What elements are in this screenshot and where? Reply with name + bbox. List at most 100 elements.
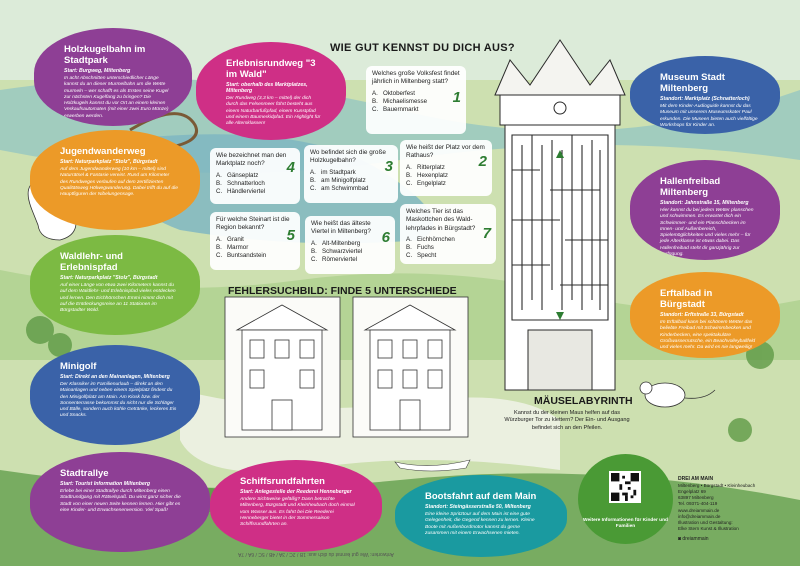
blob-text: Auf einer Länge von etwa zwei Kilometern… (60, 283, 176, 314)
quiz-number: 5 (286, 227, 295, 244)
quiz-option[interactable]: A.Eichhörnchen (406, 235, 455, 243)
quiz-option[interactable]: B.Schnatterloch (216, 179, 265, 187)
quiz-option[interactable]: A.Ritterplatz (406, 163, 445, 171)
qr-code[interactable] (609, 471, 641, 503)
blob-start: Start: Naturparkplatz "Stolz", Bürgstadt (60, 159, 158, 165)
quiz-option[interactable]: B.Michaelismesse (372, 97, 428, 105)
address-line: Engelplatz 69 (678, 488, 706, 494)
maze-entry-arrow (556, 150, 564, 158)
quiz-heading: WIE GUT KENNST DU DICH AUS? (330, 42, 515, 54)
quiz-question: Wie heißt der Platz vor dem Rathaus? (406, 144, 485, 160)
quiz-option[interactable]: C.am Schwimmbad (310, 184, 369, 192)
blob-text: Auf dem Jugendwanderweg (10 km – mittel)… (60, 167, 178, 198)
blob-hallenfreibad: Hallenfreibad Miltenberg Standort: Jahns… (630, 160, 780, 260)
blob-start: Start: oberhalb des Marktplatzes, Milten… (226, 82, 308, 94)
quiz-card-5: Für welche Steinart ist die Region bekan… (210, 212, 300, 270)
mouse-icon (639, 381, 716, 408)
maze-heading: MÄUSELABYRINTH (534, 395, 633, 407)
quiz-option[interactable]: A.Granit (216, 235, 244, 243)
blob-title: Stadtrallye (60, 468, 109, 479)
quiz-card-4: Wie bezeichnet man den Marktplatz noch? … (210, 148, 300, 204)
address-line: 63897 Miltenberg (678, 495, 714, 501)
blob-erftalbad: Erftalbad in Bürgstadt Standort: Erftstr… (630, 272, 780, 358)
quiz-question: Für welche Steinart ist die Region bekan… (216, 216, 290, 232)
quiz-option[interactable]: B.Hexenplatz (406, 171, 448, 179)
quiz-option[interactable]: C.Bauernmarkt (372, 105, 419, 113)
quiz-option[interactable]: C.Engelplatz (406, 179, 446, 187)
blob-title: Hallenfreibad Miltenberg (660, 176, 721, 198)
blob-text: Eine kleine Spritztour auf dem Main ist … (425, 512, 535, 536)
quiz-option[interactable]: A.im Stadtpark (310, 168, 356, 176)
quiz-question: Wie heißt das älteste Viertel in Miltenb… (311, 220, 371, 236)
quiz-number: 2 (478, 153, 487, 170)
blob-title: Bootsfahrt auf dem Main (425, 491, 537, 502)
quiz-option[interactable]: B.Schwarzviertel (311, 247, 363, 255)
qr-code-icon (611, 473, 639, 501)
tower-maze (494, 39, 626, 391)
blob-title: Minigolf (60, 361, 97, 372)
quiz-card-1: Welches große Volksfest findet jährlich … (366, 66, 466, 134)
quiz-option[interactable]: A.Oktoberfest (372, 89, 415, 97)
credit-line: Illustration und Gestaltung: (678, 519, 733, 525)
blob-title: Schiffsrundfahrten (240, 476, 325, 487)
blob-text: Hier kannst du bei jedem Wetter plansche… (660, 208, 754, 257)
blob-title: Jugendwanderweg (60, 146, 146, 157)
differences-heading: FEHLERSUCHBILD: FINDE 5 UNTERSCHIEDE (228, 285, 457, 297)
instagram-handle[interactable]: ◙ dreiammain (678, 536, 709, 542)
blob-text: Mit dem Kinder-Audioguide kannst du das … (660, 104, 758, 128)
difference-picture-left (224, 296, 341, 438)
answers-footer: Antworten: Wie gut kennst du dich aus: 1… (238, 551, 394, 557)
blob-text: Erlebe bei einer Stadtrallye durch Milte… (60, 489, 181, 513)
blob-text: Der Klassiker im Familienurlaub – direkt… (60, 382, 177, 419)
quiz-card-6: Wie heißt das älteste Viertel in Miltenb… (305, 216, 395, 274)
blob-text: Der Rundweg (3,3 km – mittel) der dich d… (226, 96, 321, 127)
blob-title: Museum Stadt Miltenberg (660, 72, 725, 94)
blob-start: Start: Burgweg, Miltenberg (64, 68, 131, 74)
blob-text: Andere Sichtweise gefällig? Dann betrach… (240, 497, 355, 528)
instagram-icon: ◙ (678, 536, 682, 542)
blob-title: Waldlehr- und Erlebnispfad (60, 251, 123, 273)
maze-lines (511, 134, 609, 321)
quiz-option[interactable]: B.Fuchs (406, 244, 434, 252)
website-link[interactable]: www.dreiammain.de (678, 507, 720, 513)
blob-text: Im Erftalbad kann bei schönem Wetter das… (660, 320, 756, 351)
quiz-question: Welches große Volksfest findet jährlich … (372, 70, 460, 86)
address-line: Miltenberg • Bürgstadt • Kleinheubach (678, 482, 756, 488)
quiz-number: 6 (381, 229, 390, 246)
phone[interactable]: Tel. 09371-404-119 (678, 501, 718, 507)
address-title: DREI AM MAIN (678, 476, 714, 482)
blob-start: Start: Tourist Information Miltenberg (60, 481, 151, 487)
email-link[interactable]: info@dreiammain.de (678, 513, 721, 519)
quiz-option[interactable]: A.Gänseplatz (216, 171, 259, 179)
blob-stadtrallye: Stadtrallye Start: Tourist Information M… (30, 452, 210, 552)
quiz-option[interactable]: C.Händlerviertel (216, 187, 266, 195)
blob-start: Standort: Erftstraße 33, Bürgstadt (660, 312, 744, 318)
quiz-number: 4 (286, 159, 295, 176)
blob-text: In acht Abschnitten unterschiedlicher Lä… (64, 76, 169, 119)
quiz-option[interactable]: B.am Minigolfplatz (310, 176, 366, 184)
blob-title: Holzkugelbahn im Stadtpark (64, 44, 146, 66)
blob-minigolf: Minigolf Start: Direkt an den Mainanlage… (30, 345, 200, 445)
blob-start: Standort: Marktplatz (Schnatterloch) (660, 96, 750, 102)
blob-holzkugelbahn: Holzkugelbahn im Stadtpark Start: Burgwe… (34, 28, 192, 126)
quiz-option[interactable]: C.Specht (406, 252, 437, 260)
blob-start: Start: Direkt an den Mainanlagen, Milten… (60, 374, 170, 380)
blob-start: Start: Anlegestelle der Reederei Hennebe… (240, 489, 352, 495)
blob-waldlehrpfad: Waldlehr- und Erlebnispfad Start: Naturp… (30, 235, 200, 335)
maze-text: Kannst du der kleinen Maus helfen auf da… (504, 410, 630, 431)
credit-line: Elke Stern Kunst & Illustration (678, 526, 739, 532)
quiz-option[interactable]: C.Buntsandstein (216, 251, 267, 259)
quiz-number: 3 (384, 158, 393, 175)
blob-title: Erlebnisrundweg "3 im Wald" (226, 58, 316, 80)
quiz-option[interactable]: A.Alt-Miltenberg (311, 239, 361, 247)
info-label: Weitere Informationen für Kinder und Fam… (583, 518, 668, 530)
quiz-card-3: Wo befindet sich die große Holzkugelbahn… (304, 145, 398, 203)
blob-jugendwanderweg: Jugendwanderweg Start: Naturparkplatz "S… (30, 130, 200, 230)
quiz-option[interactable]: B.Marmor (216, 243, 249, 251)
blob-start: Standort: Steingässerstraße 50, Miltenbe… (425, 504, 531, 510)
blob-start: Start: Naturparkplatz "Stolz", Bürgstadt (60, 275, 158, 281)
quiz-number: 1 (452, 89, 461, 106)
quiz-option[interactable]: C.Römerviertel (311, 255, 358, 263)
quiz-number: 7 (482, 225, 491, 242)
quiz-question: Welches Tier ist das Maskottchen des Wal… (406, 208, 476, 232)
